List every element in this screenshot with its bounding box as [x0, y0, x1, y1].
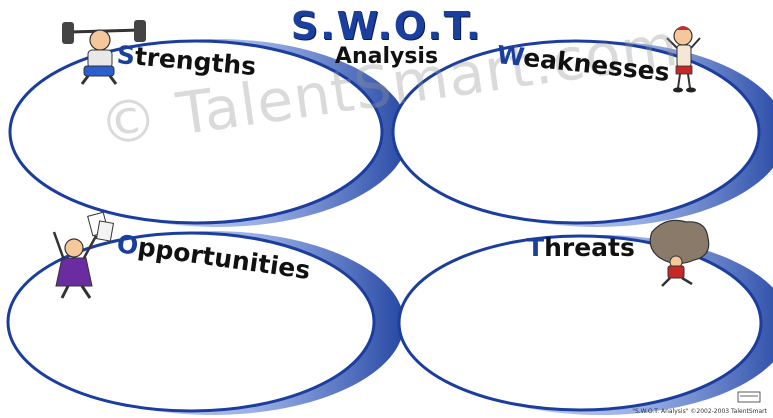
weightlifter-illustration — [62, 20, 146, 85]
threats-ellipse — [397, 234, 773, 415]
footer-logo-mark — [737, 391, 761, 403]
diagram-subtitle: Analysis — [334, 44, 439, 69]
strengths-ellipse — [8, 39, 409, 227]
skinny-man-illustration — [666, 26, 701, 93]
diagram-title: S.W.O.T. — [290, 4, 483, 48]
weaknesses-ellipse — [391, 39, 773, 227]
threat-boulder-illustration — [649, 219, 710, 287]
opportunity-figure-illustration — [52, 211, 115, 299]
footer-copyright: "S.W.O.T. Analysis" ©2002-2003 TalentSma… — [632, 408, 767, 415]
threats-label: Threats — [527, 233, 635, 262]
opportunities-ellipse — [6, 231, 404, 415]
